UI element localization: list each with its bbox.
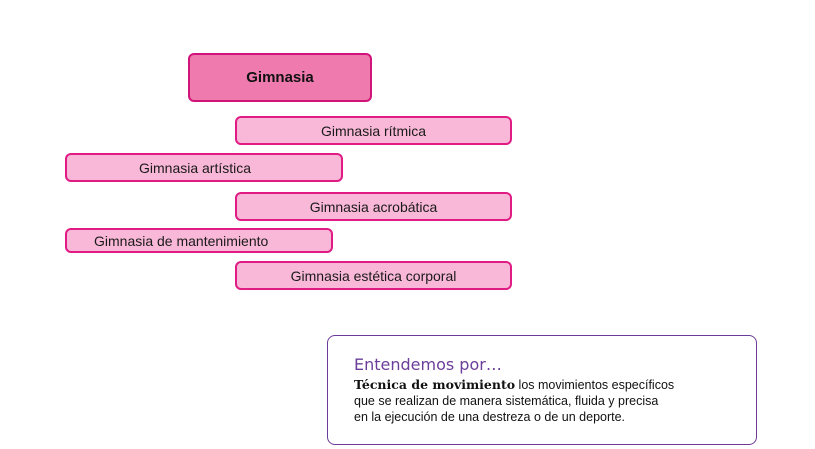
gimnasia-ritmica-box: Gimnasia rítmica bbox=[235, 116, 512, 145]
note-body: Técnica de movimiento los movimientos es… bbox=[354, 377, 736, 425]
note-title: Entendemos por… bbox=[354, 355, 502, 374]
gimnasia-ritmica-label: Gimnasia rítmica bbox=[320, 122, 427, 139]
diagram-root-box: Gimnasia bbox=[188, 53, 372, 102]
gimnasia-estetica-box: Gimnasia estética corporal bbox=[235, 261, 512, 290]
gimnasia-mantenimiento-box: Gimnasia de mantenimiento bbox=[65, 228, 333, 253]
note-definition-line-2: que se realizan de manera sistemática, f… bbox=[354, 394, 659, 408]
note-definition-line-1: los movimientos específicos bbox=[515, 378, 675, 392]
diagram-root-label: Gimnasia bbox=[246, 69, 314, 86]
definition-note: Entendemos por… Técnica de movimiento lo… bbox=[327, 335, 757, 445]
gimnasia-acrobatica-box: Gimnasia acrobática bbox=[235, 192, 512, 221]
note-definition-line-3: en la ejecución de una destreza o de un … bbox=[354, 410, 626, 424]
gimnasia-acrobatica-label: Gimnasia acrobática bbox=[309, 198, 438, 215]
gimnasia-artistica-box: Gimnasia artística bbox=[65, 153, 343, 182]
gimnasia-mantenimiento-label: Gimnasia de mantenimiento bbox=[94, 232, 269, 249]
note-term: Técnica de movimiento bbox=[354, 377, 516, 392]
gimnasia-estetica-label: Gimnasia estética corporal bbox=[290, 267, 457, 284]
gimnasia-artistica-label: Gimnasia artística bbox=[139, 159, 252, 176]
